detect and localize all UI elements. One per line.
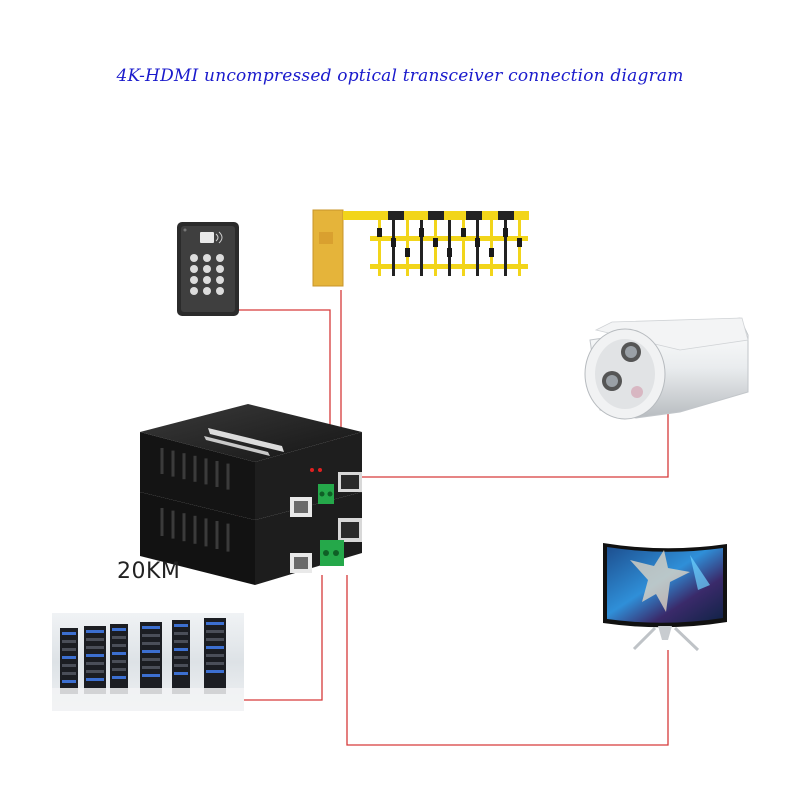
link-camera [360,408,669,478]
fence-clamp [517,238,522,247]
rack-unit [206,662,224,665]
rack-unit [206,646,224,649]
rack-unit [62,664,76,667]
rack-unit [86,646,104,649]
rack-unit [112,652,126,655]
fence-clamp [489,248,494,257]
rack-unit [174,656,188,659]
fence-post [504,220,507,276]
rack-unit [174,632,188,635]
rack-unit [62,672,76,675]
server-rack [60,628,78,694]
rack-unit [174,640,188,643]
keypad-key [216,276,224,284]
rack-unit [174,672,188,675]
rack-unit [86,670,104,673]
rack-unit [112,676,126,679]
fence-clamp [377,228,382,237]
fence-post [378,220,381,276]
keypad-key [190,287,198,295]
rack-unit [142,626,160,629]
link-keypad [238,309,331,445]
fence-post [518,220,521,276]
keypad-key [190,265,198,273]
keypad-key [203,265,211,273]
rack-unit [174,648,188,651]
server-rack [110,624,128,694]
keypad-key [203,254,211,262]
link-monitor [346,575,669,746]
rack-unit [142,658,160,661]
monitor-icon [603,543,727,652]
barrier-gate-icon [312,209,529,287]
rack-unit [206,630,224,633]
rack-unit [62,656,76,659]
rack-unit [112,644,126,647]
media-converter-icon [140,404,362,585]
rack-unit [62,632,76,635]
rack-unit [112,660,126,663]
rack-unit [86,654,104,657]
fence-clamp [475,238,480,247]
keypad-key [203,287,211,295]
boom-stripe [388,211,404,220]
fence-post [434,220,437,276]
cctv-camera-icon [584,317,749,420]
boom-stripe [428,211,444,220]
rack-unit [112,668,126,671]
rack-unit [206,670,224,673]
rack-unit [206,622,224,625]
keypad-key [190,276,198,284]
server-rack [84,626,106,694]
fence-clamp [461,228,466,237]
keypad-key [203,276,211,284]
rack-unit [86,630,104,633]
rack-unit [62,648,76,651]
rack-unit [142,666,160,669]
rack-unit [112,628,126,631]
fence-post [420,220,423,276]
link-server [244,575,323,701]
fence-clamp [391,238,396,247]
fence-post [392,220,395,276]
fence-clamp [405,248,410,257]
rack-unit [62,640,76,643]
rack-unit [142,634,160,637]
server-rack-icon [52,603,244,711]
keypad-key [216,287,224,295]
fence-clamp [419,228,424,237]
rack-unit [86,638,104,641]
distance-label: 20KM [117,559,181,584]
rack-unit [206,638,224,641]
keypad-icon [177,222,239,316]
rack-unit [112,636,126,639]
keypad-key [216,265,224,273]
boom-stripe [466,211,482,220]
rack-unit [142,650,160,653]
rack-unit [86,662,104,665]
rack-unit [86,678,104,681]
rack-unit [174,624,188,627]
fence-clamp [503,228,508,237]
diagram-title: 4K-HDMI uncompressed optical transceiver… [116,66,684,86]
keypad-key [216,254,224,262]
rack-unit [142,642,160,645]
fence-clamp [433,238,438,247]
fence-post [462,220,465,276]
keypad-key [190,254,198,262]
rack-unit [142,674,160,677]
fence-post [476,220,479,276]
boom-stripe [498,211,514,220]
rack-unit [174,664,188,667]
fence-clamp [447,248,452,257]
rack-unit [206,654,224,657]
rack-unit [62,680,76,683]
